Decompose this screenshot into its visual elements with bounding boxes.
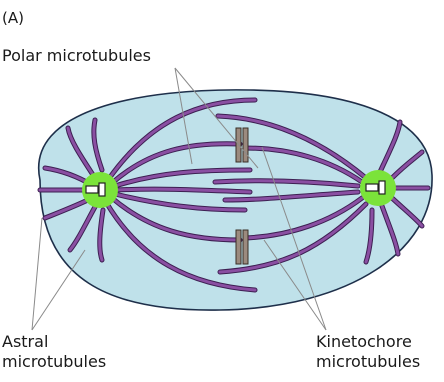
chromosome-upper-right: [243, 128, 248, 162]
astral-pointer-2: [32, 250, 85, 330]
kinetochore-label-line2: microtubules: [316, 352, 420, 372]
kinetochore-microtubules-label: Kinetochore microtubules: [316, 332, 420, 372]
centriole: [86, 186, 98, 193]
chromosome-lower-left: [236, 230, 241, 264]
centriole: [99, 183, 105, 196]
centrosome-left: [82, 172, 118, 208]
polar-microtubules-label: Polar microtubules: [2, 46, 151, 66]
astral-microtubules-label: Astral microtubules: [2, 332, 106, 372]
astral-pointer-1: [32, 218, 42, 330]
centriole: [366, 184, 378, 191]
centriole: [379, 181, 385, 194]
centrosome-right: [360, 170, 396, 206]
astral-label-line1: Astral: [2, 332, 106, 352]
kinetochore-label-line1: Kinetochore: [316, 332, 420, 352]
panel-label: (A): [2, 8, 24, 28]
astral-label-line2: microtubules: [2, 352, 106, 372]
chromosome-lower-right: [243, 230, 248, 264]
